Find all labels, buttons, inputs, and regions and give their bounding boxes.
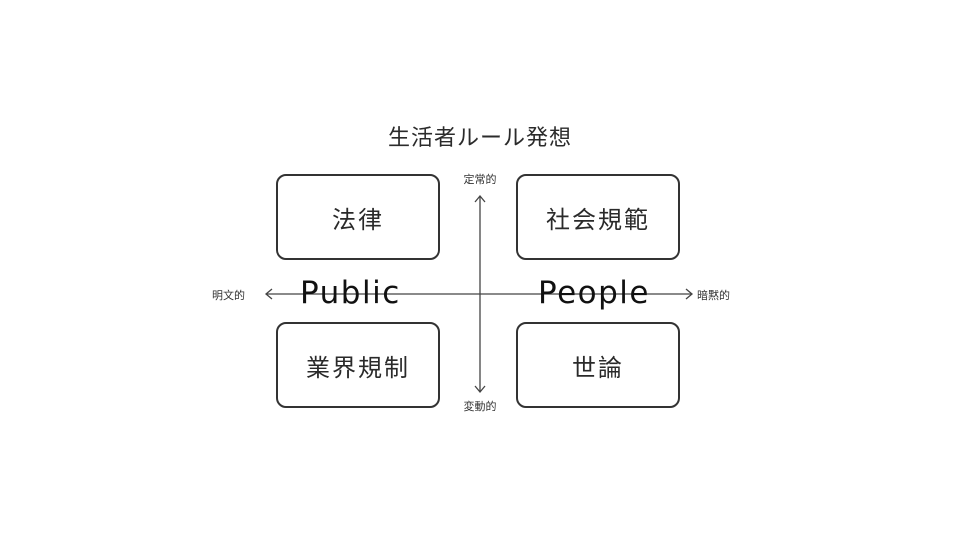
arrow-down-icon	[474, 385, 486, 394]
quadrant-label: 世論	[572, 353, 624, 382]
quadrant-label: 業界規制	[306, 353, 410, 382]
axis-label-bottom: 変動的	[463, 400, 497, 413]
arrow-up-icon	[474, 194, 486, 203]
side-label-public: Public	[300, 275, 401, 311]
quadrant-box-social-norms: 社会規範	[516, 174, 680, 260]
diagram-title: 生活者ルール発想	[387, 126, 572, 151]
quadrant-box-law: 法律	[276, 174, 440, 260]
side-label-people: People	[538, 275, 650, 311]
quadrant-label: 社会規範	[546, 205, 650, 234]
quadrant-box-public-opinion: 世論	[516, 322, 680, 408]
axis-label-left: 明文的	[212, 289, 245, 302]
quadrant-label: 法律	[332, 205, 384, 234]
arrow-right-icon	[685, 288, 694, 300]
arrow-left-icon	[264, 288, 273, 300]
quadrant-box-industry-regulation: 業界規制	[276, 322, 440, 408]
axis-label-right: 暗黙的	[697, 289, 730, 302]
axis-label-top: 定常的	[463, 173, 497, 186]
